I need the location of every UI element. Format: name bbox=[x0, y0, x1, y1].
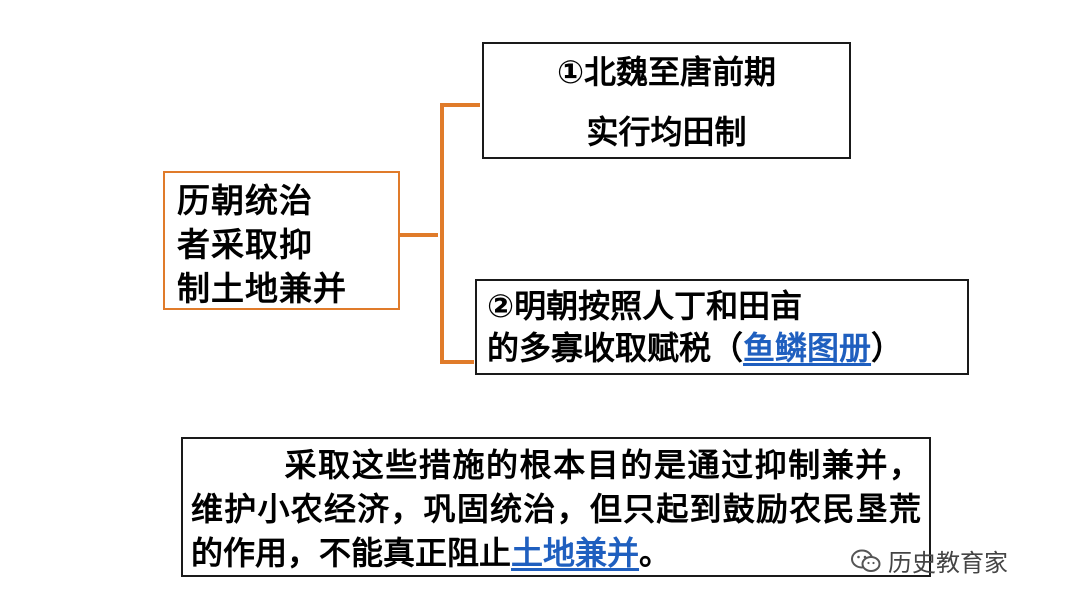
conclusion-box: 采取这些措施的根本目的是通过抑制兼并，维护小农经济，巩固统治，但只起到鼓励农民垦… bbox=[181, 437, 931, 577]
measure-2-suffix: ） bbox=[871, 329, 904, 367]
watermark: 历史教育家 bbox=[850, 543, 1008, 578]
measure-2-line-2: 的多寡收取赋税（鱼鳞图册） bbox=[487, 327, 967, 369]
topic-line-3: 制土地兼并 bbox=[177, 269, 347, 308]
fish-scale-register-link[interactable]: 鱼鳞图册 bbox=[743, 329, 872, 367]
measure-1-detail: 实行均田制 bbox=[586, 113, 747, 151]
measure-box-1: ①北魏至唐前期 实行均田制 bbox=[482, 42, 851, 159]
topic-line-2: 者采取抑 bbox=[177, 225, 313, 264]
conclusion-text: 采取这些措施的根本目的是通过抑制兼并，维护小农经济，巩固统治，但只起到鼓励农民垦… bbox=[191, 446, 921, 572]
wechat-icon bbox=[851, 549, 881, 572]
watermark-label: 历史教育家 bbox=[888, 549, 1008, 577]
measure-2-prefix: 的多寡收取赋税（ bbox=[487, 329, 744, 367]
measure-2-line-1: ②明朝按照人丁和田亩 bbox=[487, 287, 803, 325]
topic-line-1: 历朝统治 bbox=[177, 181, 313, 220]
land-annexation-link[interactable]: 土地兼并 bbox=[511, 534, 640, 572]
measure-box-2: ②明朝按照人丁和田亩 的多寡收取赋税（鱼鳞图册） bbox=[475, 279, 969, 375]
topic-box: 历朝统治 者采取抑 制土地兼并 bbox=[163, 171, 400, 310]
measure-1-title: ①北魏至唐前期 bbox=[556, 53, 777, 91]
conclusion-end: 。 bbox=[639, 534, 672, 572]
